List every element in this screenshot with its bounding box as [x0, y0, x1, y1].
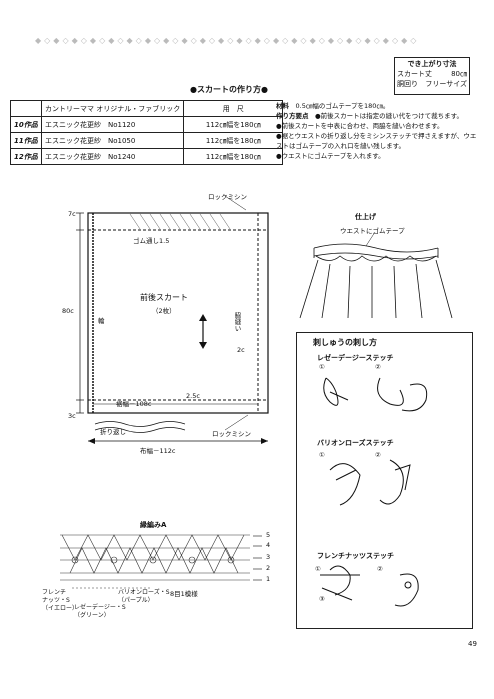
lock-label-bottom: ロックミシン: [212, 430, 251, 438]
step-number: ②: [377, 565, 383, 573]
table-cell: エスニック花更紗 No1240: [40, 148, 185, 165]
method-label: 作り方要点: [276, 112, 309, 120]
finished-size-title: でき上がり寸法: [407, 60, 457, 68]
step-number: ②: [375, 363, 381, 371]
bullion-illustration: [329, 459, 411, 506]
step-text: ●裾とウエストの折り返し分をミシンステッチで押さえますが、ウエストはゴムテープの…: [276, 132, 477, 150]
edging-chart: [60, 534, 250, 589]
gomu-label: ゴム通し1.5: [133, 237, 170, 245]
header-decoration: ◆◇◆◇◆◇◆◇◆◇◆◇◆◇◆◇◆◇◆◇◆◇◆◇◆◇◆◇◆◇◆◇◆◇◆◇◆◇◆◇…: [35, 36, 420, 45]
french-knot-illustration: [320, 565, 419, 607]
wa-label: 輪: [98, 317, 105, 325]
height-label: 80c: [62, 307, 74, 315]
step-text: ●前後スカートは指定の縫い代をつけて裁ちます。: [315, 112, 464, 120]
step-number: ①: [319, 363, 325, 371]
step-number: ①: [319, 451, 325, 459]
lazy-daisy-label: レゼーデージー・S （グリーン）: [74, 604, 126, 619]
instructions: 材料 0.5㎝幅のゴムテープを180㎝。 作り方要点 ●前後スカートは指定の縫い…: [276, 101, 482, 161]
table-cell: 112㎝幅を180㎝: [183, 148, 284, 165]
pattern-outline: [87, 212, 269, 414]
finish-title: 仕上げ: [355, 213, 376, 221]
leader-line: [224, 414, 249, 431]
step-number: ②: [375, 451, 381, 459]
materials-text: 0.5㎝幅のゴムテープを180㎝。: [295, 102, 390, 110]
materials-line: 材料 0.5㎝幅のゴムテープを180㎝。: [276, 101, 482, 111]
row-arrows: [253, 535, 262, 581]
leader-line: [224, 195, 247, 211]
side-seam-label: 脇縫い: [233, 312, 241, 332]
pattern-note: 8目1模様: [170, 590, 198, 598]
stitch-guide-title: 刺しゅうの刺し方: [313, 338, 377, 347]
row-label-1: 1: [266, 575, 271, 583]
table-row: 11作品 エスニック花更紗 No1050 112㎝幅を180㎝: [10, 132, 284, 149]
row-label-2: 2: [266, 564, 271, 572]
materials-label: 材料: [276, 102, 289, 110]
fold-back-label: 折り返し: [100, 428, 126, 436]
waist-hatching: [129, 213, 231, 230]
section-title: ●スカートの作り方●: [190, 85, 268, 94]
step-text: ●前後スカートを中表に合わせ、両脇を縫い合わせます。: [276, 122, 444, 130]
skirt-length-row: スカート丈 80㎝: [397, 69, 467, 79]
bullion-label: バリオンローズ・S （パープル）: [118, 589, 170, 604]
step-number: ①: [315, 565, 321, 573]
table-header-row: カントリーママ オリジナル・ファブリック 用 尺: [10, 100, 284, 117]
french-knot-label: フレンチ ナッツ・S （イエロー）: [42, 589, 78, 612]
finish-label: ウエストにゴムテープ: [340, 227, 405, 235]
step-text: ●ウエストにゴムテープを入れます。: [276, 152, 385, 160]
fabric-width-label: 布幅－112c: [140, 447, 176, 455]
lazy-daisy-title: レゼーデージーステッチ: [317, 354, 394, 362]
lazy-daisy-illustration: [323, 377, 428, 412]
page-number: 49: [468, 640, 477, 648]
waist-label: 胴回り: [397, 80, 418, 88]
pattern-title: 前後スカート: [140, 293, 188, 302]
method-line: 作り方要点 ●前後スカートは指定の縫い代をつけて裁ちます。: [276, 111, 482, 121]
row-label-4: 4: [266, 541, 271, 549]
table-row: 12作品 エスニック花更紗 No1240 112㎝幅を180㎝: [10, 148, 284, 165]
finished-size-box: でき上がり寸法 スカート丈 80㎝ 胴回り フリーサイズ: [394, 57, 470, 95]
french-knot-title: フレンチナッツステッチ: [317, 552, 394, 560]
top-allowance-label: 7c: [68, 210, 76, 218]
finished-skirt-illustration: [299, 243, 453, 319]
hem-width-label: 裾幅－108c: [116, 400, 152, 408]
step-number: ③: [319, 595, 325, 603]
waist-row: 胴回り フリーサイズ: [397, 79, 467, 89]
pattern-count: （2枚）: [152, 307, 176, 315]
edging-title: 縁編みA: [140, 521, 167, 529]
bottom-allowance-label: 3c: [68, 412, 76, 420]
materials-table: カントリーママ オリジナル・ファブリック 用 尺 10作品 エスニック花更紗 N…: [10, 100, 284, 165]
row-label-5: 5: [266, 531, 271, 539]
row-label-3: 3: [266, 553, 271, 561]
skirt-length-value: 80㎝: [451, 70, 467, 78]
seam-25-label: 2.5c: [186, 392, 200, 400]
stitch-guide-box: 刺しゅうの刺し方 レゼーデージーステッチ バリオンローズステッチ フレンチナッツ…: [296, 332, 473, 629]
side-seam-allow-label: 2c: [237, 346, 245, 354]
skirt-length-label: スカート丈: [397, 70, 432, 78]
waist-value: フリーサイズ: [425, 80, 467, 88]
bullion-title: バリオンローズステッチ: [317, 439, 394, 447]
lock-label-top: ロックミシン: [208, 193, 247, 201]
